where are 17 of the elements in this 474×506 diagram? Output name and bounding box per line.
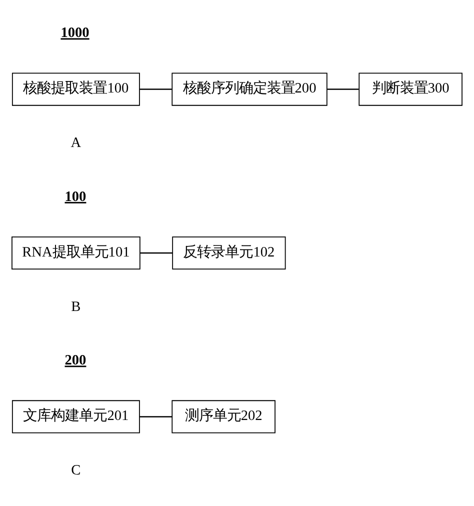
node-box: 文库构建单元201 — [12, 400, 140, 434]
connector — [140, 416, 172, 418]
connector — [140, 252, 172, 254]
node-box: 核酸提取装置100 — [12, 72, 140, 106]
connector — [327, 88, 359, 90]
label: A — [70, 135, 82, 152]
node-box: RNA提取单元101 — [12, 236, 140, 270]
label: C — [71, 462, 81, 479]
node-box: 判断装置300 — [358, 72, 462, 106]
node-box: 反转录单元102 — [172, 236, 286, 270]
label: B — [71, 298, 81, 315]
node-box: 测序单元202 — [172, 400, 276, 434]
connector — [140, 88, 172, 90]
node-box: 核酸序列确定装置200 — [172, 72, 328, 106]
label: 100 — [64, 188, 86, 205]
label: 1000 — [60, 25, 90, 42]
label: 200 — [64, 352, 86, 369]
